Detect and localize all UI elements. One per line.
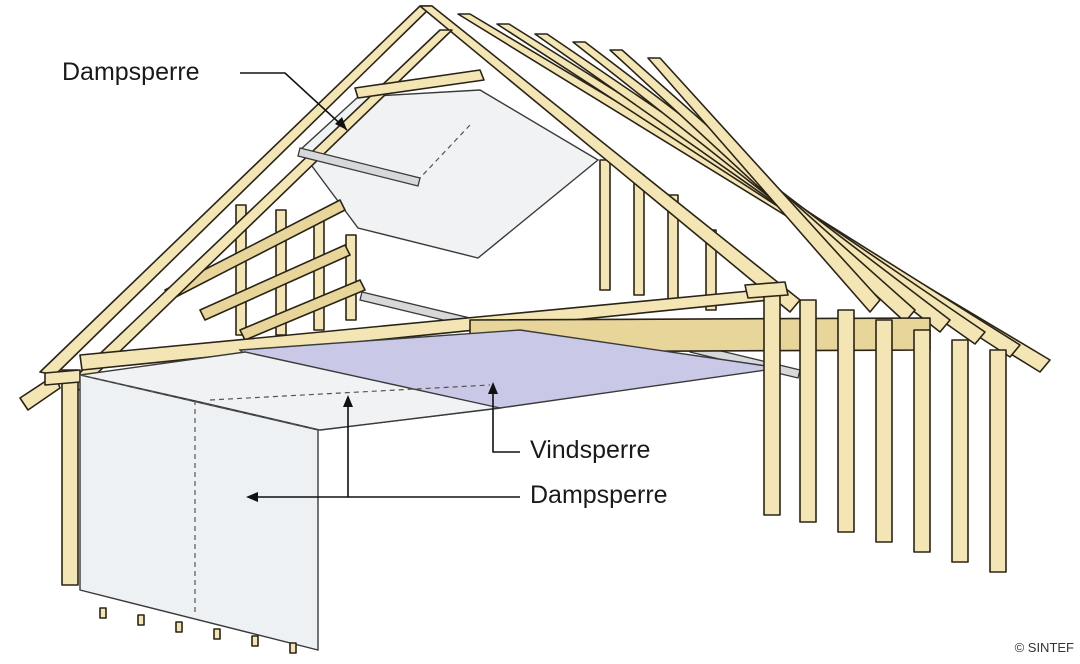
rafter-set-right <box>457 13 1051 373</box>
copyright-notice: © SINTEF <box>1014 640 1074 655</box>
wall-bottom-studs <box>99 607 297 654</box>
front-wall <box>44 369 319 651</box>
label-wind-barrier: Vindsperre <box>530 436 651 464</box>
right-wall-studs <box>744 281 1007 573</box>
gable-studs <box>235 159 717 336</box>
collar-tie <box>354 69 485 99</box>
label-vapour-barrier-top: Dampsperre <box>62 58 200 86</box>
front-gable-rafters <box>19 5 801 411</box>
label-vapour-barrier-bottom: Dampsperre <box>530 481 668 509</box>
leader-lines <box>240 72 520 502</box>
